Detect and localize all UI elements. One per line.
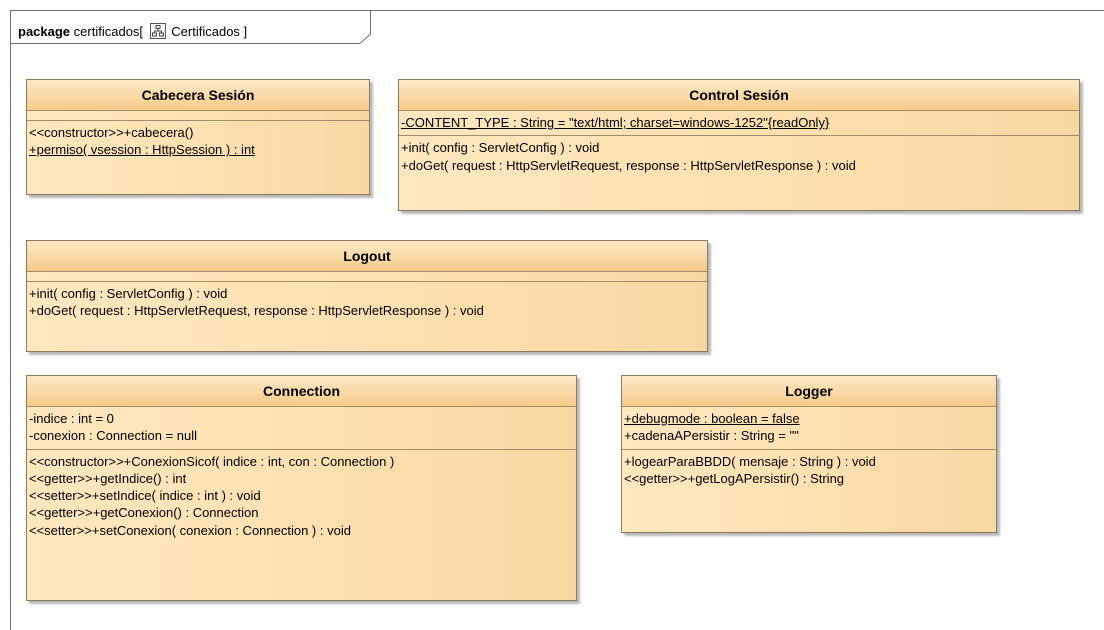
class-diagram-icon [149,23,166,39]
package-name: certificados[ [73,24,144,39]
package-tab-outline [10,10,371,44]
class-attribute: -indice : int = 0 [29,411,114,426]
class-name: Logout [27,241,707,272]
class-operation: <<getter>>+getIndice() : int [29,470,187,486]
class-cabecera-sesion[interactable]: Cabecera Sesión <<constructor>>+cabecera… [26,79,370,195]
class-attribute: +debugmode : boolean = false [624,411,800,426]
class-name: Logger [622,376,996,407]
attributes-compartment: -indice : int = 0 -conexion : Connection … [27,407,576,450]
class-operation: +logearParaBBDD( mensaje : String ) : vo… [624,453,876,469]
attributes-compartment: -CONTENT_TYPE : String = "text/html; cha… [399,111,1079,137]
class-attribute: +cadenaAPersistir : String = "" [624,428,799,444]
class-attribute: -CONTENT_TYPE : String = "text/html; cha… [401,115,830,130]
package-tab: package certificados[ Certificados ] [10,10,371,44]
class-operation: +permiso( vsession : HttpSession ) : int [29,142,255,158]
class-operation: <<constructor>>+cabecera() [29,125,194,140]
class-name: Control Sesión [399,80,1079,111]
class-name: Connection [27,376,576,407]
class-attribute: -conexion : Connection = null [29,428,198,444]
package-keyword: package [18,24,71,39]
operations-compartment: +logearParaBBDD( mensaje : String ) : vo… [622,450,996,492]
class-logger[interactable]: Logger +debugmode : boolean = false +cade… [621,375,997,533]
class-operation: <<getter>>+getConexion() : Connection [29,505,259,521]
operations-compartment: <<constructor>>+ConexionSicof( indice : … [27,450,576,543]
package-label: package certificados[ Certificados ] [18,23,247,40]
operations-compartment: +init( config : ServletConfig ) : void+d… [399,136,1079,178]
operations-compartment: <<constructor>>+cabecera() +permiso( vses… [27,121,369,163]
diagram-frame-left-border [10,43,11,630]
attributes-compartment [27,272,707,282]
attributes-compartment [27,111,369,121]
diagram-name: Certificados ] [171,24,248,39]
operations-compartment: +init( config : ServletConfig ) : void +d… [27,282,707,324]
class-operation: <<setter>>+setIndice( indice : int ) : v… [29,488,261,504]
class-operation: <<constructor>>+ConexionSicof( indice : … [29,453,395,469]
attributes-compartment: +debugmode : boolean = false +cadenaAPers… [622,407,996,450]
class-name: Cabecera Sesión [27,80,369,111]
class-control-sesion[interactable]: Control Sesión -CONTENT_TYPE : String = … [398,79,1080,211]
class-operation: <<getter>>+getLogAPersistir() : String [624,470,845,486]
class-operation: +init( config : ServletConfig ) : void [29,286,228,301]
class-logout[interactable]: Logout +init( config : ServletConfig ) :… [26,240,708,352]
diagram-frame-top-border [370,10,1104,11]
class-operation: +doGet( request : HttpServletRequest, re… [401,157,856,173]
class-operation: +doGet( request : HttpServletRequest, re… [29,303,484,319]
class-operation: <<setter>>+setConexion( conexion : Conne… [29,522,351,538]
class-connection[interactable]: Connection -indice : int = 0 -conexion : … [26,375,577,601]
class-operation: +init( config : ServletConfig ) : void [401,140,600,156]
